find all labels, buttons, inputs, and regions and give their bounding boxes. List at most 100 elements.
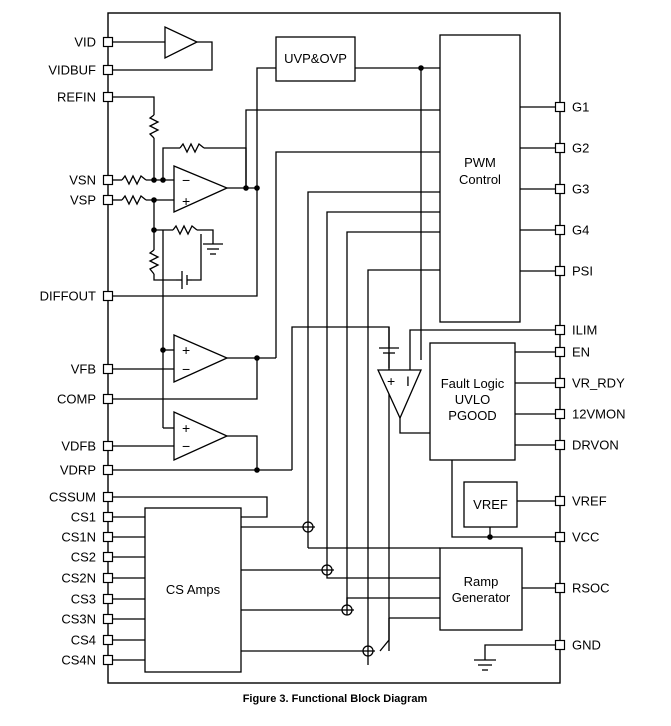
vsp-bottom-resistor	[148, 249, 160, 275]
pin-label-cs1n: CS1N	[61, 530, 96, 545]
ilim-comparator	[376, 369, 422, 420]
pin-label-g2: G2	[572, 141, 589, 156]
pin-vsn	[102, 174, 114, 186]
pin-vidbuf	[102, 64, 114, 76]
cs-amps-label: CS Amps	[166, 582, 221, 597]
pin-vsp	[102, 194, 114, 206]
pin-cs4	[102, 634, 114, 646]
pin-comp	[102, 393, 114, 405]
ramp-label-1: Ramp	[464, 574, 499, 589]
pin-diffout	[102, 290, 114, 302]
ramp-label-2: Generator	[452, 590, 511, 605]
pwm-label-1: PWM	[464, 155, 496, 170]
vref-block	[463, 481, 518, 528]
pin-label-cs4: CS4	[71, 633, 96, 648]
pin-vcc	[554, 531, 566, 543]
pin-label-g1: G1	[572, 100, 589, 115]
pin-g4	[554, 224, 566, 236]
pin-label-cs4n: CS4N	[61, 653, 96, 668]
pin-cs1n	[102, 531, 114, 543]
pwm-label-2: Control	[459, 172, 501, 187]
pin-label-cssum: CSSUM	[49, 490, 96, 505]
pin-label-vdrp: VDRP	[60, 463, 96, 478]
pin-label-cs2: CS2	[71, 550, 96, 565]
wires	[108, 41, 560, 671]
error-amp-minus: −	[182, 361, 190, 377]
pin-label-vid: VID	[74, 35, 96, 50]
pin-label-drvon: DRVON	[572, 438, 619, 453]
ilim-battery	[379, 345, 399, 355]
differential-amp	[173, 165, 229, 214]
vsp-network-resistor	[172, 224, 198, 236]
pin-12vmon	[554, 408, 566, 420]
pin-label-cs3n: CS3N	[61, 612, 96, 627]
pin-cs2n	[102, 572, 114, 584]
pin-label-gnd: GND	[572, 638, 601, 653]
fault-label-2: UVLO	[455, 392, 490, 407]
pin-label-g4: G4	[572, 223, 589, 238]
diff-amp-minus: −	[182, 172, 190, 188]
fault-logic-block	[429, 342, 516, 461]
pin-label-ilim: ILIM	[572, 323, 597, 338]
pin-cssum	[102, 491, 114, 503]
pin-psi	[554, 265, 566, 277]
pin-label-g3: G3	[572, 182, 589, 197]
vid-buffer-amp	[164, 25, 199, 60]
pin-label-comp: COMP	[57, 392, 96, 407]
pin-cs3n	[102, 613, 114, 625]
pin-label-vcc: VCC	[572, 530, 599, 545]
pin-cs2	[102, 551, 114, 563]
pin-gnd	[554, 639, 566, 651]
pin-drvon	[554, 439, 566, 451]
pin-label-diffout: DIFFOUT	[40, 289, 96, 304]
pin-label-vfb: VFB	[71, 362, 96, 377]
pin-en	[554, 346, 566, 358]
components	[121, 25, 493, 657]
pin-label-vsn: VSN	[69, 173, 96, 188]
pin-label-cs1: CS1	[71, 510, 96, 525]
pin-label-psi: PSI	[572, 264, 593, 279]
pin-cs4n	[102, 654, 114, 666]
droop-amp-plus: +	[182, 420, 190, 436]
pin-vdfb	[102, 440, 114, 452]
pin-label-vidbuf: VIDBUF	[48, 63, 96, 78]
pin-vdrp	[102, 464, 114, 476]
left-pins: VID VIDBUF REFIN VSN VSP DIFFOUT VFB COMP VDFB VD…	[40, 35, 114, 668]
pin-label-refin: REFIN	[57, 90, 96, 105]
fault-label-3: PGOOD	[448, 408, 496, 423]
ilim-comp-plus: +	[387, 373, 395, 389]
pin-cs3	[102, 593, 114, 605]
pin-vfb	[102, 363, 114, 375]
pin-refin	[102, 91, 114, 103]
pin-label-12vmon: 12VMON	[572, 407, 625, 422]
droop-amp-minus: −	[182, 438, 190, 454]
pin-label-vr-rdy: VR_RDY	[572, 376, 625, 391]
pin-vr-rdy	[554, 377, 566, 389]
fault-label-1: Fault Logic	[441, 376, 505, 391]
pin-rsoc	[554, 582, 566, 594]
right-pins: G1G2G3G4PSIILIMENVR_RDY12VMONDRVONVREFVC…	[554, 100, 625, 653]
figure-caption: Figure 3. Functional Block Diagram	[243, 693, 428, 705]
pin-ilim	[554, 324, 566, 336]
pin-vid	[102, 36, 114, 48]
uvp-ovp-label: UVP&OVP	[284, 51, 347, 66]
pin-vref	[554, 495, 566, 507]
error-amp-plus: +	[182, 342, 190, 358]
pin-label-cs3: CS3	[71, 592, 96, 607]
pin-label-vdfb: VDFB	[61, 439, 96, 454]
pin-label-vsp: VSP	[70, 193, 96, 208]
offset-battery	[176, 271, 192, 289]
pin-label-rsoc: RSOC	[572, 581, 610, 596]
pin-g1	[554, 101, 566, 113]
refin-resistor	[148, 114, 160, 139]
pwm-control-block	[439, 34, 521, 323]
ramp-generator-block	[439, 547, 523, 631]
pin-cs1	[102, 511, 114, 523]
pin-g3	[554, 183, 566, 195]
error-amp	[173, 334, 229, 384]
droop-amp	[173, 410, 229, 462]
pin-label-cs2n: CS2N	[61, 571, 96, 586]
vsp-resistor	[121, 194, 147, 206]
cs-amps-block	[144, 507, 242, 673]
